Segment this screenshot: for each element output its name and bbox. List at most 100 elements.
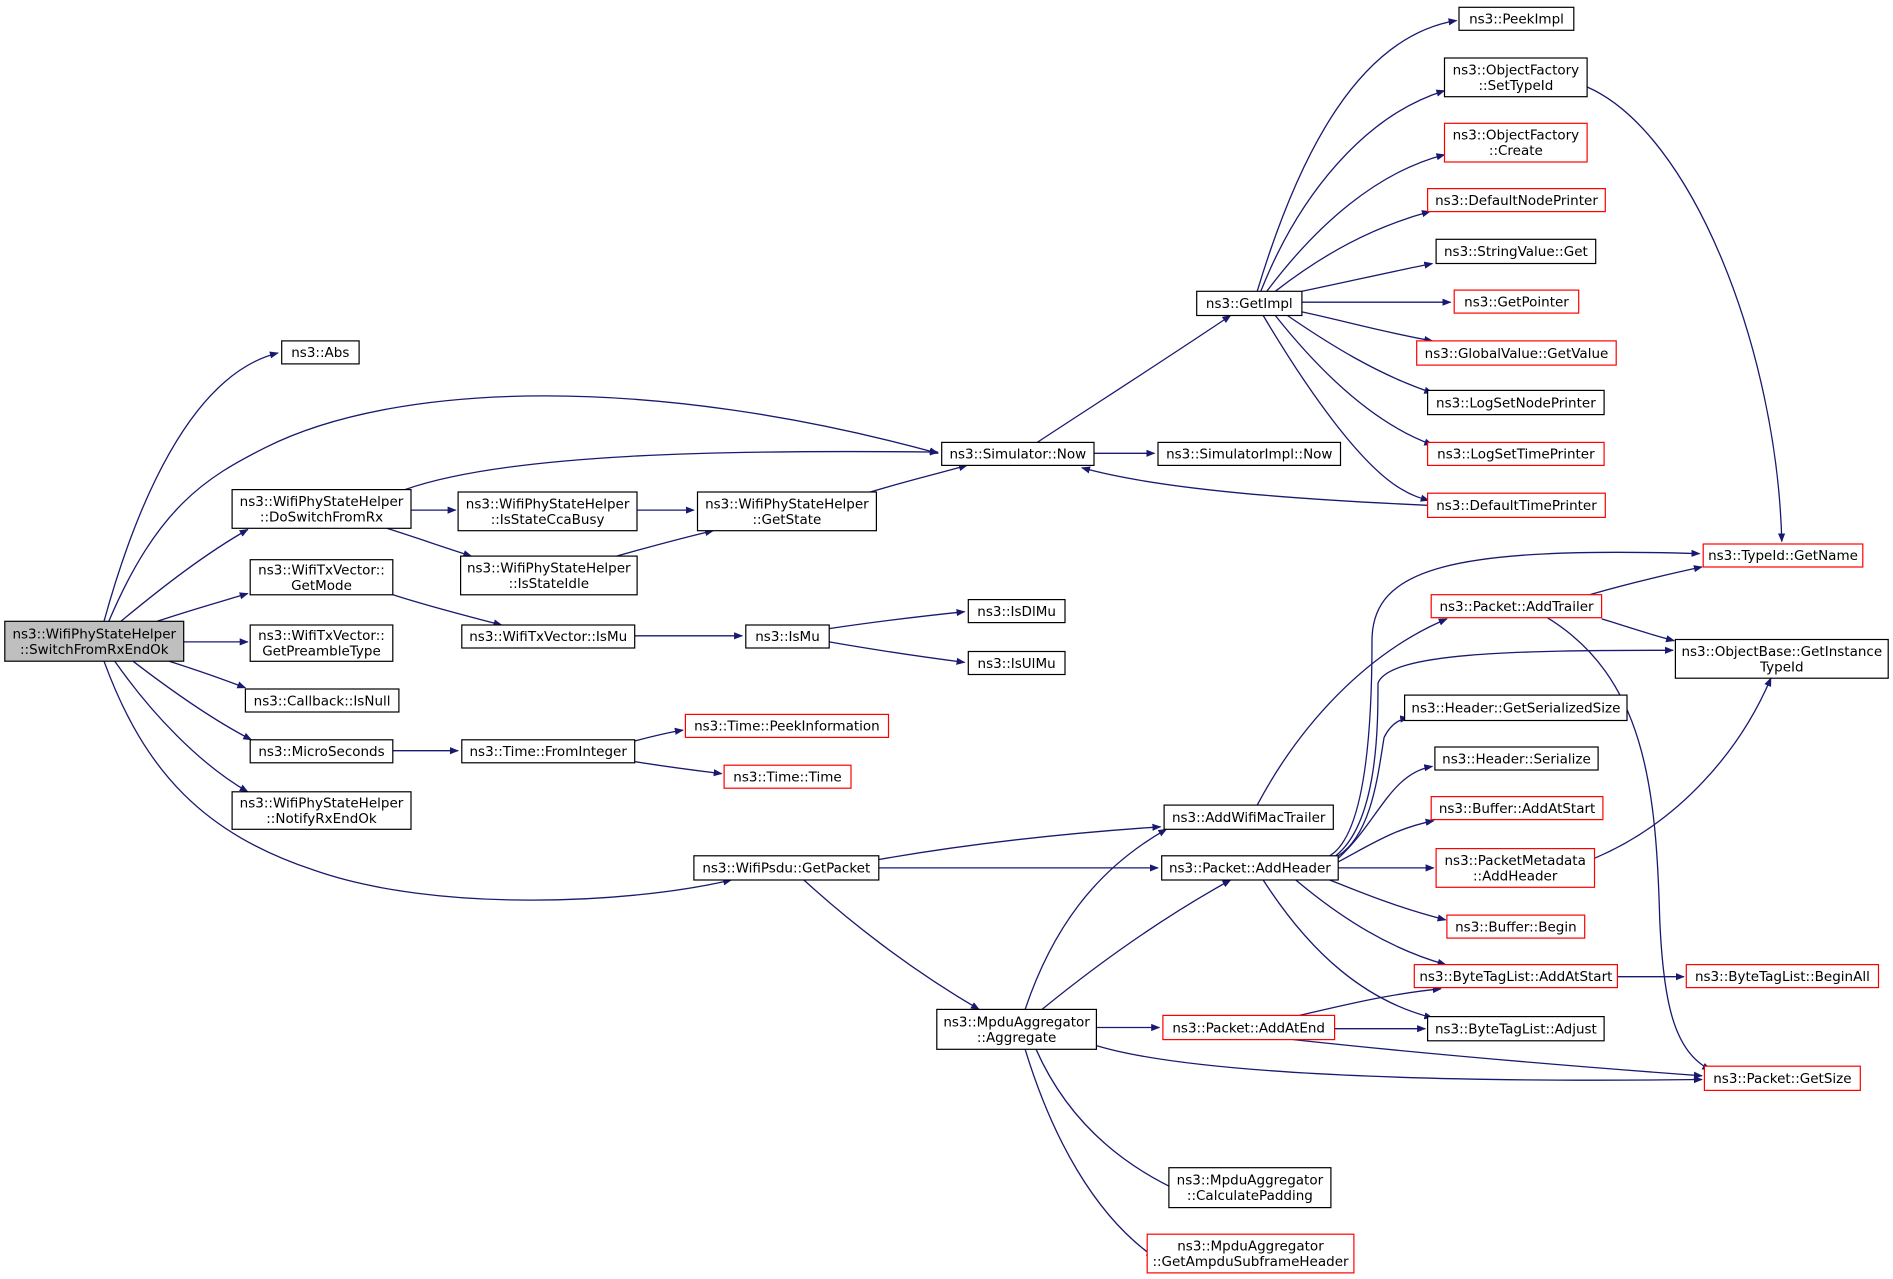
node-isdlmu[interactable]: ns3::IsDlMu xyxy=(967,598,1066,624)
node-deftimeprinter[interactable]: ns3::DefaultTimePrinter xyxy=(1426,492,1606,519)
node-doswitch[interactable]: ns3::WifiPhyStateHelper::DoSwitchFromRx xyxy=(231,489,412,529)
node-defnodeprinter[interactable]: ns3::DefaultNodePrinter xyxy=(1426,188,1606,213)
node-bufaddstart[interactable]: ns3::Buffer::AddAtStart xyxy=(1430,795,1604,821)
node-pmaddheader[interactable]: ns3::PacketMetadata::AddHeader xyxy=(1435,847,1596,888)
node-label: ns3::WifiPhyStateHelper xyxy=(12,626,176,642)
node-btaddstart[interactable]: ns3::ByteTagList::AddAtStart xyxy=(1413,963,1619,989)
node-peekinfo[interactable]: ns3::Time::PeekInformation xyxy=(684,713,890,739)
node-addwifimac[interactable]: ns3::AddWifiMacTrailer xyxy=(1163,804,1334,830)
node-hdrsize[interactable]: ns3::Header::GetSerializedSize xyxy=(1403,694,1628,722)
edge-getimpl-to-globalget xyxy=(1301,311,1434,344)
node-label: ns3::PeekImpl xyxy=(1469,12,1564,28)
node-notify[interactable]: ns3::WifiPhyStateHelper::NotifyRxEndOk xyxy=(231,791,412,830)
node-addatend[interactable]: ns3::Packet::AddAtEnd xyxy=(1162,1014,1336,1041)
node-simnow[interactable]: ns3::Simulator::Now xyxy=(941,441,1095,466)
node-aggregate[interactable]: ns3::MpduAggregator::Aggregate xyxy=(936,1008,1097,1050)
node-label: ::GetAmpduSubframeHeader xyxy=(1152,1254,1349,1270)
edge-addheader-to-getinstance xyxy=(1335,646,1674,857)
node-peekimpl[interactable]: ns3::PeekImpl xyxy=(1458,6,1575,31)
node-label: ns3::Time::Time xyxy=(733,770,841,786)
node-isulmu[interactable]: ns3::IsUlMu xyxy=(967,650,1066,676)
node-label: GetPreambleType xyxy=(262,644,381,660)
node-box xyxy=(1703,1065,1861,1091)
node-simimplnow[interactable]: ns3::SimulatorImpl::Now xyxy=(1157,441,1342,466)
node-addtrailer[interactable]: ns3::Packet::AddTrailer xyxy=(1430,594,1603,619)
node-label: ns3::LogSetTimePrinter xyxy=(1437,447,1595,463)
edge-getmode-to-ismu_vec xyxy=(392,594,503,627)
node-preamble[interactable]: ns3::WifiTxVector::GetPreambleType xyxy=(249,624,394,662)
node-getmode[interactable]: ns3::WifiTxVector::GetMode xyxy=(249,559,394,596)
node-idle[interactable]: ns3::WifiPhyStateHelper::IsStateIdle xyxy=(460,555,638,596)
node-getstate[interactable]: ns3::WifiPhyStateHelper::GetState xyxy=(696,491,877,532)
node-box xyxy=(1702,543,1864,568)
node-box xyxy=(1168,1167,1332,1209)
node-label: ns3::MpduAggregator xyxy=(1177,1239,1324,1255)
node-box xyxy=(461,739,636,764)
node-getsize[interactable]: ns3::Packet::GetSize xyxy=(1703,1065,1861,1091)
edge-aggregate-to-getsize xyxy=(1096,1044,1703,1084)
node-box xyxy=(936,1008,1097,1050)
edge-aggregate-to-addwifimac xyxy=(1024,828,1168,1010)
edge-addatend-to-getsize xyxy=(1293,1038,1703,1079)
edge-aggregate-to-getampdu xyxy=(1024,1049,1156,1258)
node-bufbegin[interactable]: ns3::Buffer::Begin xyxy=(1446,914,1586,939)
node-ismu-vec[interactable]: ns3::WifiTxVector::IsMu xyxy=(461,624,636,649)
nodes-layer: ns3::WifiPhyStateHelper::SwitchFromRxEnd… xyxy=(4,6,1889,1274)
node-label: ns3::ByteTagList::Adjust xyxy=(1435,1022,1597,1038)
node-typeidname[interactable]: ns3::TypeId::GetName xyxy=(1702,543,1864,568)
node-time[interactable]: ns3::Time::Time xyxy=(723,764,852,789)
edge-addatend-to-btaddstart xyxy=(1299,985,1442,1017)
node-ismu[interactable]: ns3::IsMu xyxy=(745,624,830,649)
node-btadjust[interactable]: ns3::ByteTagList::Adjust xyxy=(1426,1015,1605,1042)
node-getimpl[interactable]: ns3::GetImpl xyxy=(1196,290,1303,317)
node-box xyxy=(941,441,1095,466)
node-label: ns3::Packet::AddAtEnd xyxy=(1172,1020,1325,1036)
node-switch[interactable]: ns3::WifiPhyStateHelper::SwitchFromRxEnd… xyxy=(4,620,185,662)
node-label: ns3::ObjectFactory xyxy=(1453,62,1580,78)
node-settypeid[interactable]: ns3::ObjectFactory::SetTypeId xyxy=(1443,57,1588,98)
node-box xyxy=(461,624,636,649)
node-box xyxy=(1453,289,1580,314)
node-box xyxy=(696,491,877,532)
node-box xyxy=(1413,963,1619,989)
node-label: ns3::Callback::IsNull xyxy=(254,693,391,709)
node-addheader[interactable]: ns3::Packet::AddHeader xyxy=(1161,855,1339,881)
edges-layer xyxy=(103,18,1786,1258)
edge-getimpl-to-defnodeprinter xyxy=(1274,210,1431,292)
node-globalget[interactable]: ns3::GlobalValue::GetValue xyxy=(1416,340,1617,366)
node-box xyxy=(249,559,394,596)
node-getpointer[interactable]: ns3::GetPointer xyxy=(1453,289,1580,314)
node-label: ns3::DefaultNodePrinter xyxy=(1435,193,1598,209)
node-abs[interactable]: ns3::Abs xyxy=(281,340,360,365)
edge-frominteger-to-time xyxy=(634,760,723,777)
edge-getimpl-to-logsetnode xyxy=(1287,314,1434,394)
node-label: ns3::Time::FromInteger xyxy=(469,744,627,760)
node-box xyxy=(1458,6,1575,31)
node-isnull[interactable]: ns3::Callback::IsNull xyxy=(244,688,400,713)
node-box xyxy=(1426,492,1606,519)
node-stringget[interactable]: ns3::StringValue::Get xyxy=(1435,238,1597,265)
node-create[interactable]: ns3::ObjectFactory::Create xyxy=(1443,122,1588,163)
edge-addtrailer-to-typeidname xyxy=(1589,565,1703,596)
node-label: ns3::GetPointer xyxy=(1464,294,1569,310)
node-getpacket[interactable]: ns3::WifiPsdu::GetPacket xyxy=(693,855,880,881)
node-logsettime[interactable]: ns3::LogSetTimePrinter xyxy=(1426,441,1605,466)
node-btbeginall[interactable]: ns3::ByteTagList::BeginAll xyxy=(1685,963,1880,989)
node-box xyxy=(1674,638,1889,679)
node-box xyxy=(1443,57,1588,98)
node-box xyxy=(1426,1015,1605,1042)
node-calcpad[interactable]: ns3::MpduAggregator::CalculatePadding xyxy=(1168,1167,1332,1209)
node-getampdu[interactable]: ns3::MpduAggregator::GetAmpduSubframeHea… xyxy=(1146,1233,1355,1274)
node-ccabusy[interactable]: ns3::WifiPhyStateHelper::IsStateCcaBusy xyxy=(457,491,638,532)
node-label: ns3::MpduAggregator xyxy=(1177,1173,1324,1189)
node-logsetnode[interactable]: ns3::LogSetNodePrinter xyxy=(1426,389,1605,416)
node-label: ns3::Buffer::AddAtStart xyxy=(1439,801,1596,817)
edge-switch-to-getpacket xyxy=(103,660,733,901)
node-hdrserialize[interactable]: ns3::Header::Serialize xyxy=(1434,746,1599,771)
node-box xyxy=(244,688,400,713)
node-label: ns3::Packet::GetSize xyxy=(1713,1071,1851,1087)
node-frominteger[interactable]: ns3::Time::FromInteger xyxy=(461,739,636,764)
node-label: ns3::GlobalValue::GetValue xyxy=(1425,346,1609,362)
node-micro[interactable]: ns3::MicroSeconds xyxy=(249,739,394,764)
